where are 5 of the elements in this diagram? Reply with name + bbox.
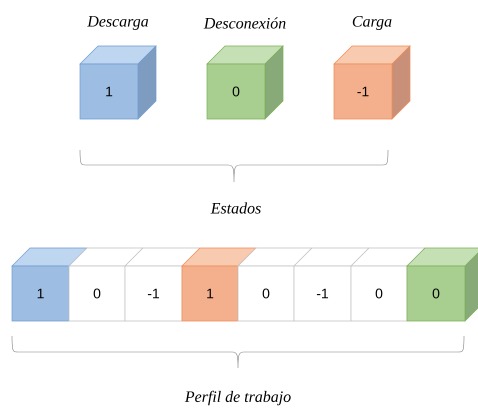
cube-heading: Desconexión <box>204 17 286 29</box>
caption: Estados <box>210 202 261 214</box>
cube-heading: Descarga <box>87 16 148 30</box>
cube-heading: Carga <box>352 16 392 30</box>
caption: Perfil de trabajo <box>184 390 291 406</box>
